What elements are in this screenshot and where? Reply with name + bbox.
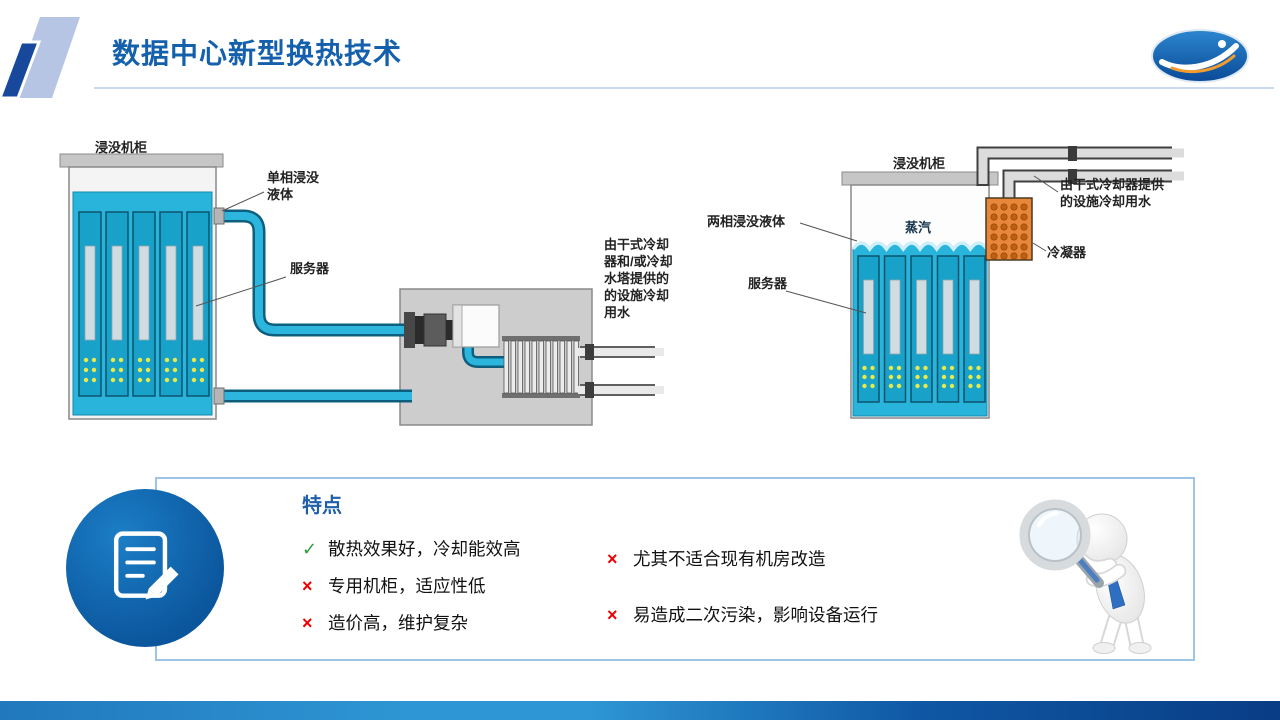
cross-icon: × <box>302 613 313 633</box>
leader-line <box>799 222 858 242</box>
leader-line <box>1032 242 1047 252</box>
header-divider <box>94 87 1274 89</box>
pump <box>404 304 500 348</box>
server-blade <box>132 211 156 397</box>
tank-lid <box>841 171 999 186</box>
feature-text: 尤其不适合现有机房改造 <box>633 549 826 569</box>
feature-text: 专用机柜，适应性低 <box>328 576 486 596</box>
feature-item: ✓ 散热效果好，冷却能效高 <box>302 537 602 561</box>
label-left-server: 服务器 <box>290 261 330 276</box>
label-right-cabinet: 浸没机柜 <box>893 156 946 171</box>
coil-heat-exchanger <box>502 336 580 398</box>
deco-light-shape <box>12 17 80 98</box>
features-column-left: ✓ 散热效果好，冷却能效高 × 专用机柜，适应性低 × 造价高，维护复杂 <box>302 537 602 648</box>
deco-dark-shape <box>0 40 42 98</box>
server-blade <box>159 211 183 397</box>
label-left-fluid: 单相浸没 液体 <box>267 170 320 202</box>
cross-icon: × <box>607 605 618 625</box>
server-blade <box>883 255 907 403</box>
facility-water-pipes <box>578 344 664 398</box>
feature-item: × 尤其不适合现有机房改造 <box>607 547 987 571</box>
bottom-bar <box>0 701 1280 720</box>
label-left-cabinet: 浸没机柜 <box>95 140 148 155</box>
server-blade <box>105 211 129 397</box>
server-blade <box>910 255 933 403</box>
cross-icon: × <box>607 549 618 569</box>
server-blade <box>186 211 210 397</box>
features-title: 特点 <box>302 495 342 517</box>
server-blade <box>78 211 102 397</box>
features-column-right: × 尤其不适合现有机房改造 × 易造成二次污染，影响设备运行 <box>607 547 987 659</box>
server-blade <box>963 255 986 403</box>
feature-item: × 造价高，维护复杂 <box>302 611 602 635</box>
feature-text: 易造成二次污染，影响设备运行 <box>633 605 878 625</box>
label-right-fluid: 两相浸没液体 <box>707 214 786 229</box>
left-diagram <box>59 153 664 426</box>
feature-text: 散热效果好，冷却能效高 <box>328 539 521 559</box>
slide-title: 数据中心新型换热技术 <box>112 38 403 69</box>
magnifier-icon <box>1019 499 1104 588</box>
leader-line <box>1033 175 1059 193</box>
feature-item: × 易造成二次污染，影响设备运行 <box>607 603 987 627</box>
cross-icon: × <box>302 576 313 596</box>
features-panel: 特点 ✓ 散热效果好，冷却能效高 × 专用机柜，适应性低 × 造价高，维护复杂 … <box>155 477 1195 661</box>
features-badge <box>66 489 224 647</box>
company-logo-icon <box>1151 29 1249 83</box>
observer-figure <box>1019 499 1152 654</box>
condenser <box>985 197 1033 261</box>
leader-line <box>195 276 287 307</box>
wave-highlight <box>851 241 989 253</box>
server-blade <box>857 255 880 403</box>
header-decoration <box>0 17 80 98</box>
diagrams-canvas <box>59 146 1184 426</box>
leader-line <box>785 290 867 314</box>
label-left-facility-water: 由干式冷却 器和/或冷却 水塔提供的 的设施冷却 用水 <box>604 237 673 320</box>
tank-port-bottom <box>213 387 225 405</box>
document-pencil-icon <box>113 531 179 600</box>
label-right-server: 服务器 <box>748 276 788 291</box>
server-blade <box>936 255 960 403</box>
right-diagram <box>785 146 1184 419</box>
feature-text: 造价高，维护复杂 <box>328 613 468 633</box>
feature-item: × 专用机柜，适应性低 <box>302 574 602 598</box>
label-right-vapor: 蒸汽 <box>905 220 932 235</box>
vapor-pipes <box>976 146 1184 202</box>
leader-line <box>221 191 265 212</box>
tank-port-top <box>213 207 225 225</box>
label-right-facility-water: 由干式冷却器提供 的设施冷却用水 <box>1060 177 1165 209</box>
label-right-condenser: 冷凝器 <box>1047 245 1087 260</box>
check-icon: ✓ <box>302 539 318 559</box>
